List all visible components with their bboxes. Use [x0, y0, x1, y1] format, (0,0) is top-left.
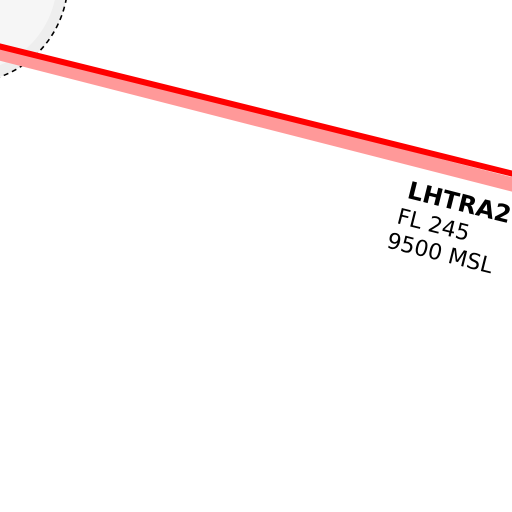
airspace-boundary-halo	[0, 46, 512, 192]
airspace-boundary-line	[0, 43, 512, 177]
airspace-label-group: LHTRA2 FL 245 9500 MSL	[384, 176, 512, 279]
airspace-boundary	[0, 43, 512, 192]
